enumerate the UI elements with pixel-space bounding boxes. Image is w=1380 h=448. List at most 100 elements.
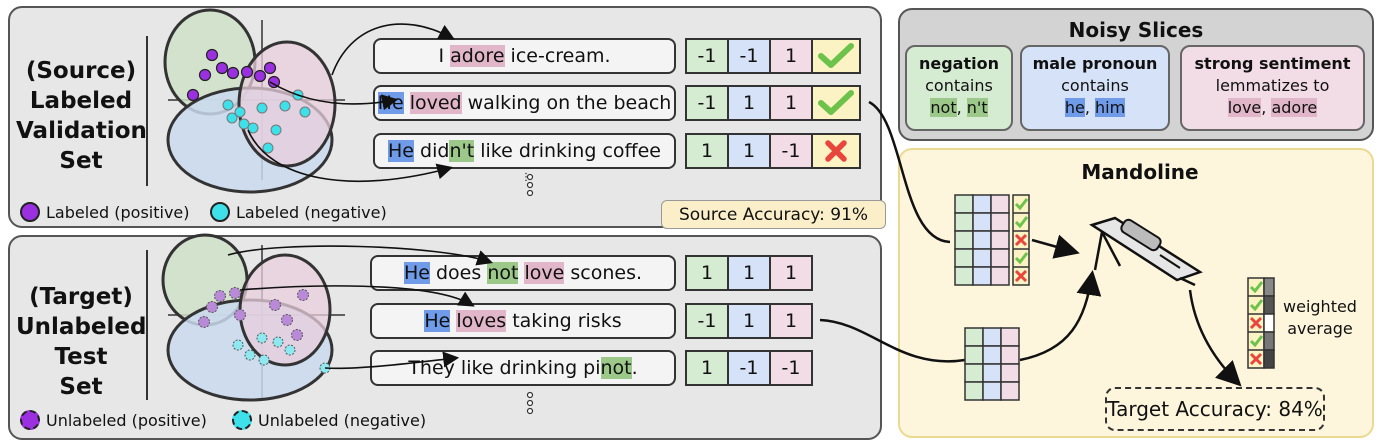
slice-token: he bbox=[1064, 98, 1085, 117]
correct-mark-cell bbox=[811, 85, 861, 121]
highlight-male-pronoun: He bbox=[403, 262, 430, 284]
slice-token: n't bbox=[966, 98, 988, 117]
source-row-2-cells: -1 1 1 bbox=[685, 85, 861, 121]
slice-strong-sentiment: strong sentiment lemmatizes to love, ado… bbox=[1180, 45, 1365, 131]
incorrect-mark-cell bbox=[811, 133, 861, 169]
slice-value-cell: 1 bbox=[769, 303, 813, 339]
positive-dot-icon bbox=[20, 410, 40, 430]
target-divider bbox=[146, 250, 148, 400]
slice-value-cell: -1 bbox=[727, 38, 771, 74]
noisy-slices-title: Noisy Slices bbox=[1068, 18, 1204, 42]
target-row-1-cells: 1 1 1 bbox=[685, 255, 813, 291]
mandoline-slicer-icon bbox=[1089, 216, 1203, 287]
target-label-line: (Target) bbox=[29, 284, 133, 310]
source-label-line: Labeled bbox=[29, 88, 133, 114]
cross-icon bbox=[1014, 269, 1028, 283]
source-scatter-plot: ⋮ bbox=[163, 8, 534, 197]
legend-unlabeled-negative: Unlabeled (negative) bbox=[232, 410, 426, 430]
source-row-1-cells: -1 -1 1 bbox=[685, 38, 861, 74]
slice-name: male pronoun bbox=[1032, 54, 1158, 73]
target-scatter-plot bbox=[161, 233, 534, 415]
highlight-negation: n't bbox=[449, 140, 475, 162]
slice-token: him bbox=[1094, 98, 1126, 117]
source-correctness-icons bbox=[1014, 198, 1029, 283]
cross-icon bbox=[1249, 352, 1263, 366]
slice-name: strong sentiment bbox=[1194, 54, 1351, 73]
source-divider bbox=[146, 36, 148, 186]
highlight-strong-sentiment: adore bbox=[450, 45, 505, 67]
negative-dot-icon bbox=[210, 202, 230, 222]
slice-male-pronoun: male pronoun contains he, him bbox=[1020, 45, 1170, 131]
check-icon bbox=[818, 90, 854, 115]
source-label-line: Set bbox=[59, 148, 103, 174]
slice-value-cell: 1 bbox=[769, 255, 813, 291]
source-sentence-1: I adore ice-cream. bbox=[373, 38, 676, 74]
positive-points bbox=[186, 48, 281, 102]
source-label-line: Validation bbox=[16, 118, 147, 144]
check-icon bbox=[1014, 198, 1029, 211]
highlight-negation: not bbox=[487, 262, 519, 284]
slice-value-cell: 1 bbox=[727, 303, 771, 339]
cross-icon bbox=[1014, 233, 1028, 247]
ellipsis-icon bbox=[526, 391, 534, 415]
slice-value-cell: -1 bbox=[769, 133, 813, 169]
slice-value-cell: 1 bbox=[727, 85, 771, 121]
positive-dot-icon bbox=[20, 202, 40, 222]
slice-value-cell: 1 bbox=[727, 255, 771, 291]
slice-rule: lemmatizes to bbox=[1215, 76, 1330, 95]
ellipsis-icon bbox=[526, 173, 534, 197]
cross-icon bbox=[825, 140, 847, 162]
highlight-strong-sentiment: loves bbox=[456, 310, 507, 332]
slice-negation: negation contains not, n't bbox=[905, 45, 1013, 131]
check-icon bbox=[1249, 281, 1264, 294]
target-label-line: Unlabeled bbox=[16, 314, 147, 340]
correct-mark-cell bbox=[811, 38, 861, 74]
cross-icon bbox=[1249, 316, 1263, 330]
source-sentence-2: He loved walking on the beach bbox=[373, 85, 676, 121]
unlabeled-positive-points bbox=[198, 287, 309, 341]
slice-name: negation bbox=[918, 54, 999, 73]
source-set-label: (Source) Labeled Validation Set bbox=[16, 56, 147, 176]
slice-value-cell: 1 bbox=[769, 38, 813, 74]
highlight-negation: not bbox=[600, 357, 632, 379]
target-sentence-1: He does not love scones. bbox=[370, 255, 676, 291]
check-icon bbox=[818, 43, 854, 68]
source-row-3-cells: 1 1 -1 bbox=[685, 133, 861, 169]
weighted-correctness-icons bbox=[1249, 281, 1264, 366]
slice-token: adore bbox=[1271, 98, 1318, 117]
source-label-line: (Source) bbox=[25, 58, 137, 84]
highlight-strong-sentiment: loved bbox=[409, 92, 462, 114]
slice-value-cell: -1 bbox=[769, 350, 813, 386]
legend-labeled-positive: Labeled (positive) bbox=[20, 202, 190, 222]
highlight-male-pronoun: He bbox=[424, 310, 451, 332]
svg-text:⋮: ⋮ bbox=[521, 172, 531, 183]
check-icon bbox=[1014, 252, 1029, 265]
mandoline-title: Mandoline bbox=[1081, 160, 1199, 184]
slice-token: love bbox=[1227, 98, 1262, 117]
legend-labeled-negative: Labeled (negative) bbox=[210, 202, 387, 222]
target-row-2-cells: -1 1 1 bbox=[685, 303, 813, 339]
highlight-male-pronoun: He bbox=[388, 140, 414, 162]
slice-token: not bbox=[930, 98, 957, 117]
slice-rule: contains bbox=[925, 76, 993, 95]
target-accuracy: Target Accuracy: 84% bbox=[1105, 387, 1325, 431]
target-label-line: Test bbox=[54, 344, 108, 370]
weighted-average-label: weighted average bbox=[1283, 297, 1357, 338]
target-row-3-cells: 1 -1 -1 bbox=[685, 350, 813, 386]
negative-points bbox=[222, 89, 311, 154]
slice-value-cell: 1 bbox=[685, 255, 729, 291]
negative-dot-icon bbox=[232, 410, 252, 430]
target-set-label: (Target) Unlabeled Test Set bbox=[16, 282, 146, 402]
check-icon bbox=[1249, 335, 1264, 348]
target-slice-matrix bbox=[964, 327, 1020, 401]
target-label-line: Set bbox=[59, 374, 103, 400]
slice-value-cell: -1 bbox=[727, 350, 771, 386]
target-sentence-2: He loves taking risks bbox=[370, 303, 676, 339]
check-icon bbox=[1014, 216, 1029, 229]
slice-rule: contains bbox=[1061, 76, 1129, 95]
legend-unlabeled-positive: Unlabeled (positive) bbox=[20, 410, 207, 430]
highlight-strong-sentiment: love bbox=[524, 262, 565, 284]
